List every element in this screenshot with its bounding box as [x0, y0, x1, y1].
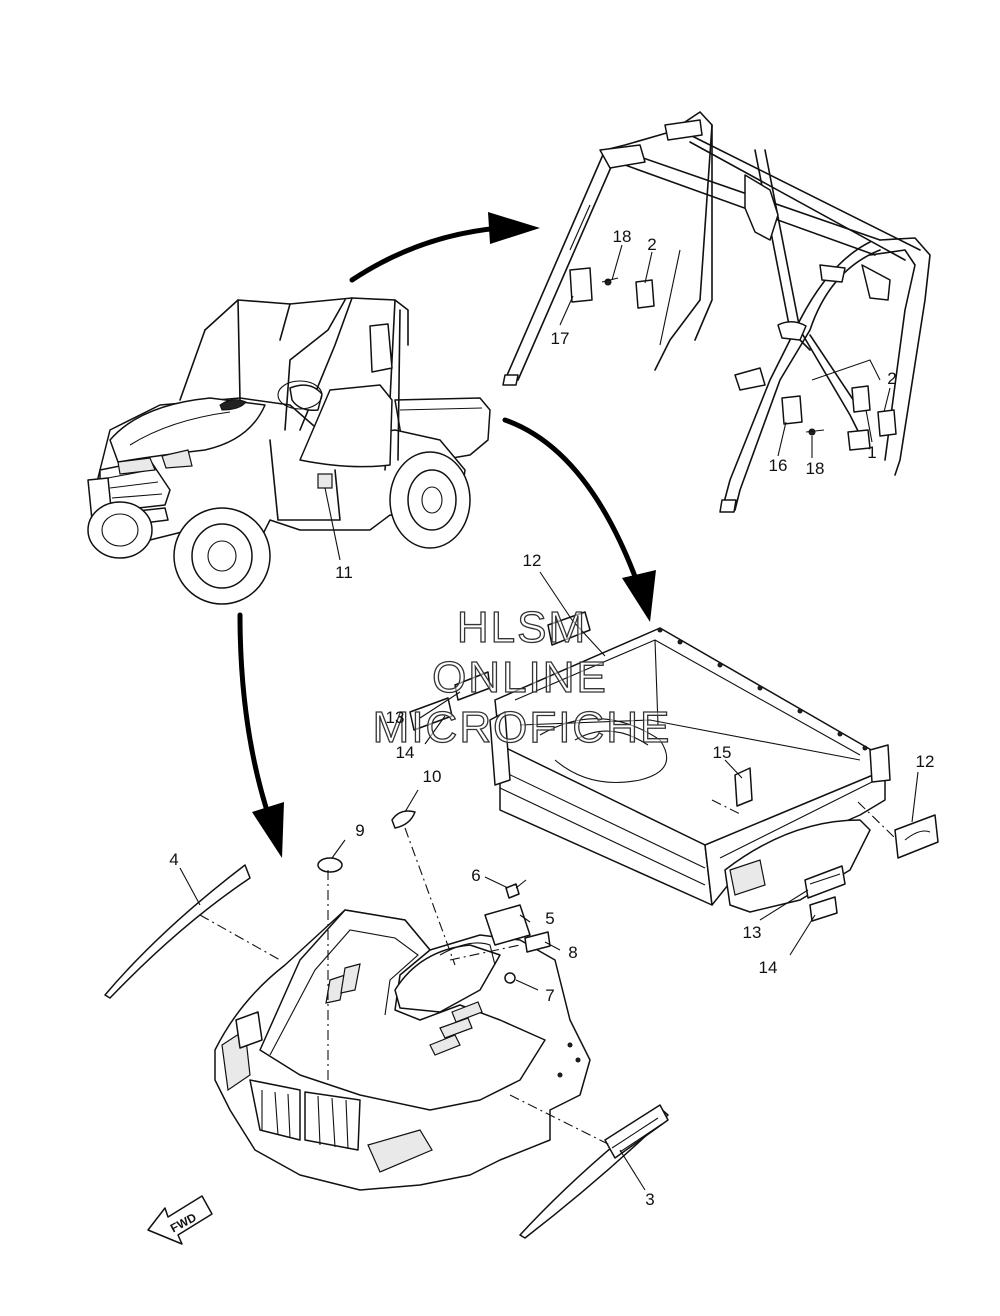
callout-11: 11 — [335, 563, 353, 582]
label-15 — [734, 767, 753, 807]
rear-wheel — [389, 451, 471, 549]
callout-13-right: 13 — [743, 923, 762, 942]
decal-14-left — [409, 697, 453, 731]
callout-8: 8 — [568, 943, 577, 962]
callout-10: 10 — [423, 767, 442, 786]
callout-9: 9 — [355, 821, 364, 840]
watermark: HLSM ONLINE MICROFICHE — [372, 602, 672, 752]
callout-13-left: 13 — [386, 708, 405, 727]
stripe-decal-4 — [104, 864, 281, 999]
callout-18-right: 18 — [806, 459, 825, 478]
callout-numbers: 18 2 17 2 16 18 1 11 12 13 14 15 12 10 9… — [169, 227, 934, 1209]
callout-3: 3 — [645, 1190, 654, 1209]
callout-16: 16 — [769, 456, 788, 475]
emblem-10 — [391, 810, 416, 829]
stripe-decal-3 — [509, 1094, 669, 1239]
screw-6 — [505, 879, 527, 899]
callout-18-left: 18 — [613, 227, 632, 246]
cargo-bed — [409, 571, 939, 956]
rivet-18-left — [601, 277, 619, 286]
callout-4: 4 — [169, 850, 178, 869]
decal-12-right — [894, 814, 939, 859]
forward-direction-arrow: FWD — [147, 1195, 213, 1245]
watermark-line2: ONLINE — [432, 653, 608, 702]
direction-arrows — [237, 212, 656, 858]
front-hood — [214, 789, 591, 1191]
callout-5: 5 — [545, 909, 554, 928]
watermark-line3: MICROFICHE — [373, 703, 672, 752]
callout-2-left: 2 — [647, 235, 656, 254]
callout-14-left: 14 — [396, 743, 415, 762]
callout-1: 1 — [867, 443, 876, 462]
plate-5 — [484, 904, 531, 946]
decal-13-left — [454, 671, 491, 701]
emblem-9 — [317, 857, 343, 873]
front-wheel — [173, 507, 271, 605]
watermark-line1: HLSM — [457, 603, 587, 652]
label-1 — [851, 385, 871, 413]
left-front-wheel — [87, 501, 153, 559]
label-16 — [781, 395, 803, 425]
label-2-right — [877, 409, 897, 437]
label-17 — [569, 267, 593, 303]
label-2-left — [635, 279, 655, 309]
callout-12-left: 12 — [523, 551, 542, 570]
label-8 — [524, 931, 551, 953]
callout-7: 7 — [545, 986, 554, 1005]
callout-2-right: 2 — [887, 369, 896, 388]
rivet-18-right — [805, 428, 825, 436]
callout-6: 6 — [471, 866, 480, 885]
callout-14-right: 14 — [759, 958, 778, 977]
callout-15: 15 — [713, 743, 732, 762]
nut-7 — [504, 972, 516, 984]
roll-cage — [502, 111, 931, 513]
callout-17: 17 — [551, 329, 570, 348]
callout-12-right: 12 — [916, 752, 935, 771]
decal-13-right — [804, 865, 846, 899]
decal-12-left — [547, 611, 591, 646]
decal-14-right — [809, 896, 838, 922]
vehicle-overview — [87, 297, 491, 605]
